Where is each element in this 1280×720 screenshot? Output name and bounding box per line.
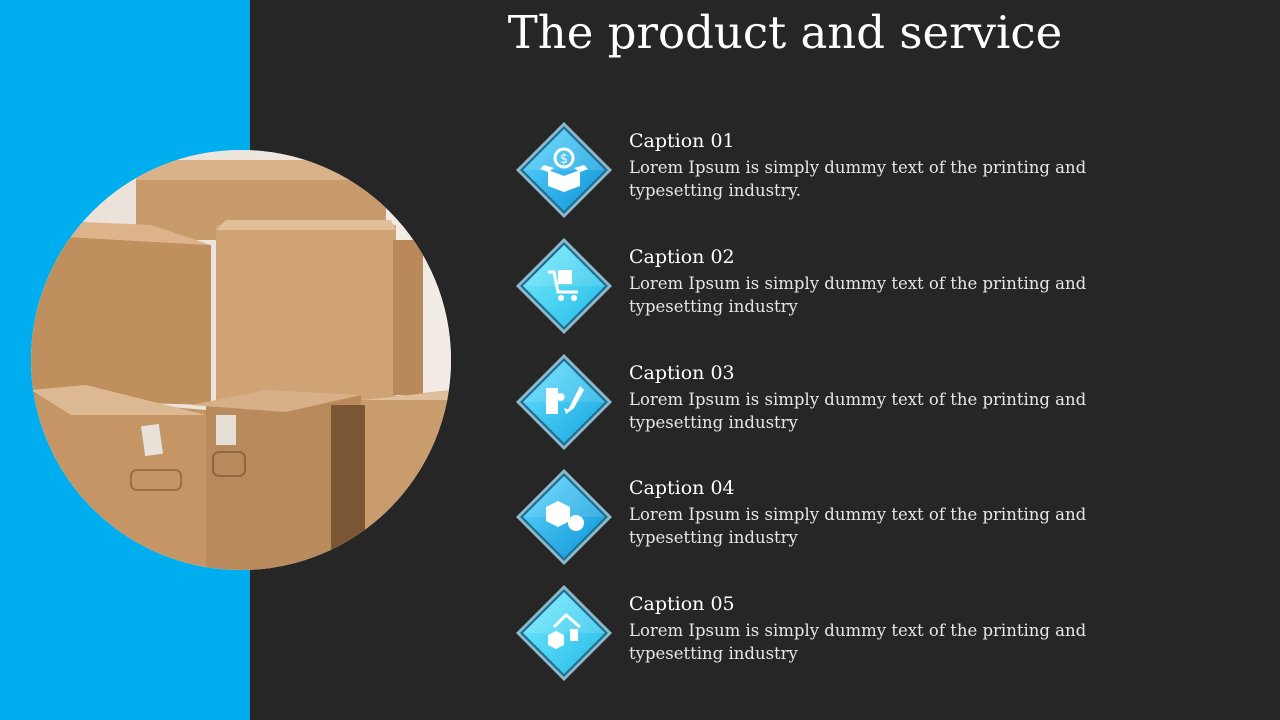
caption-title: Caption 05: [629, 593, 735, 615]
cardboard-boxes-photo: [31, 150, 451, 570]
caption-text: Lorem Ipsum is simply dummy text of the …: [629, 390, 1087, 432]
list-item: Caption 04 Lorem Ipsum is simply dummy t…: [514, 467, 1134, 567]
diamond-badge: [514, 236, 614, 336]
diamond-badge: [514, 467, 614, 567]
diamond-badge: $: [514, 120, 614, 220]
svg-text:$: $: [560, 152, 568, 167]
cart-box-icon: [548, 270, 578, 301]
caption-title: Caption 03: [629, 362, 735, 384]
page-title: The product and service: [507, 6, 1063, 59]
list-item: Caption 03 Lorem Ipsum is simply dummy t…: [514, 352, 1134, 452]
diamond-badge: [514, 352, 614, 452]
house-boxes-icon: [548, 612, 581, 649]
diamond-badge: [514, 583, 614, 683]
list-item: Caption 05 Lorem Ipsum is simply dummy t…: [514, 583, 1134, 683]
puzzle-rocket-icon: [546, 386, 584, 414]
list-item: $ Caption 01 Lorem Ipsum is simply dummy…: [514, 120, 1134, 220]
caption-text: Lorem Ipsum is simply dummy text of the …: [629, 274, 1087, 316]
caption-text: Lorem Ipsum is simply dummy text of the …: [629, 505, 1087, 547]
caption-text: Lorem Ipsum is simply dummy text of the …: [629, 158, 1087, 200]
caption-title: Caption 02: [629, 246, 735, 268]
shapes-icon: [546, 501, 584, 531]
list-item: Caption 02 Lorem Ipsum is simply dummy t…: [514, 236, 1134, 336]
caption-title: Caption 04: [629, 477, 735, 499]
caption-text: Lorem Ipsum is simply dummy text of the …: [629, 621, 1087, 663]
caption-title: Caption 01: [629, 130, 735, 152]
money-box-icon: $: [540, 147, 588, 192]
